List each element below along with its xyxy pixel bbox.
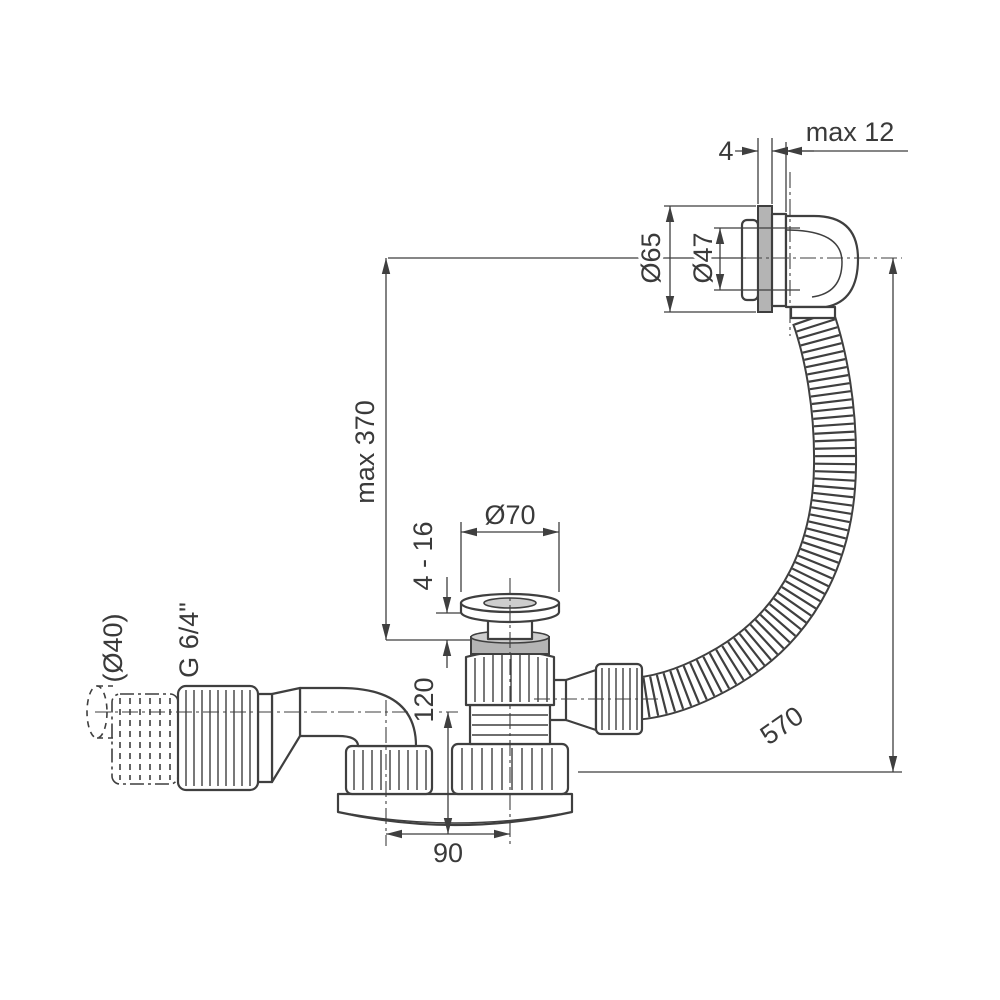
strainer-slots — [474, 654, 548, 702]
label-pipe-reference: (Ø40) — [95, 610, 132, 686]
dim-label-d40: (Ø40) — [98, 613, 128, 682]
reference-nut-ribs — [119, 698, 171, 780]
overflow-elbow-bore — [785, 229, 843, 298]
dim-label-d65: Ø65 — [636, 232, 666, 283]
reference-pipe-lines — [97, 685, 113, 739]
dim-plug-lift: 4 - 16 — [405, 518, 462, 668]
overflow-elbow-body — [784, 214, 860, 309]
outlet-elbow — [298, 686, 418, 748]
dim-body-height: 120 — [406, 674, 453, 834]
dim-label-max12: max 12 — [806, 117, 895, 147]
dim-label-d47: Ø47 — [688, 232, 718, 283]
dim-plug-diameter: Ø70 — [460, 497, 560, 592]
dim-top-extensions — [757, 138, 787, 212]
side-inlet-nut-ribs — [353, 750, 427, 790]
dim-label-d70: Ø70 — [484, 500, 535, 530]
hose-cone — [564, 668, 598, 732]
outlet-cone — [270, 686, 302, 784]
overflow-hose-collar — [789, 305, 837, 320]
dim-label-max370: max 370 — [350, 400, 380, 504]
dim-hole-diameter: Ø47 — [685, 227, 800, 291]
dim-label-4-16: 4 - 16 — [408, 521, 438, 590]
drain-base — [336, 792, 574, 827]
centerlines — [95, 172, 902, 846]
dim-d65-extensions — [664, 205, 756, 313]
outlet-washer — [256, 692, 274, 784]
dim-label-4: 4 — [718, 136, 733, 166]
dim-wall-thickness: max 12 — [786, 114, 908, 156]
hose-corrugations — [628, 310, 856, 719]
drain-body-nut-ribs — [461, 748, 553, 790]
overflow-assembly — [740, 205, 860, 320]
dim-label-90: 90 — [433, 838, 463, 868]
drain-base-group — [336, 742, 574, 827]
reference-nut-outline — [111, 693, 179, 785]
dim-max370: max 370 — [347, 257, 746, 641]
dim-gasket-thickness: 4 — [715, 133, 814, 212]
dim-label-120: 120 — [409, 677, 439, 722]
side-inlet-nut — [344, 744, 434, 796]
overflow-cap — [740, 218, 760, 302]
label-thread-size: G 6/4" — [171, 599, 208, 682]
dim-flange-diameter: Ø65 — [633, 205, 756, 313]
dim-outlet-offset: 90 — [386, 829, 510, 872]
hose-body — [628, 310, 856, 719]
corrugated-hose — [628, 309, 858, 721]
overflow-gasket — [757, 205, 773, 313]
dimensions: max 370 Ø65 Ø47 4 max 12 Ø70 — [95, 114, 908, 872]
dim-label-g64: G 6/4" — [174, 602, 204, 678]
dim-d47-extensions — [714, 227, 800, 291]
union-nut-ribs — [185, 690, 251, 786]
drain-base-inner-edge — [349, 813, 561, 824]
dim-label-570: 570 — [755, 700, 809, 750]
